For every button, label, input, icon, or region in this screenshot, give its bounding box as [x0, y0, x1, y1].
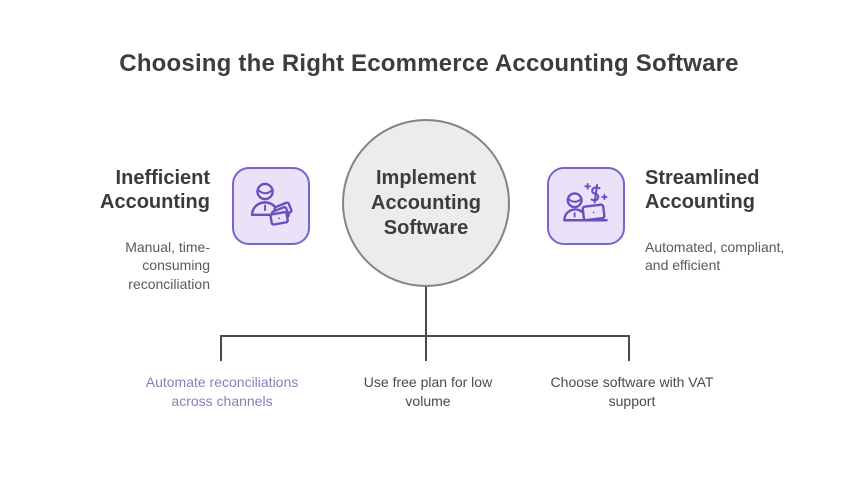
center-node-label: Implement Accounting Software: [371, 166, 481, 239]
center-node-circle: Implement Accounting Software: [342, 119, 510, 287]
streamlined-accounting-icon-box: [547, 167, 625, 245]
right-node-text: Streamlined Accounting Automated, compli…: [645, 166, 810, 275]
left-node-subtitle: Manual, time-consuming reconciliation: [125, 239, 210, 292]
left-node-text: Inefficient Accounting Manual, time-cons…: [80, 166, 210, 293]
right-node-heading: Streamlined Accounting: [645, 167, 760, 213]
branch-label-vat-support: Choose software with VAT support: [550, 374, 714, 409]
branch-label-automate-reconciliations: Automate reconciliations across channels: [145, 374, 299, 409]
branch-label-free-plan: Use free plan for low volume: [363, 374, 493, 409]
left-node-heading: Inefficient Accounting: [100, 167, 210, 213]
inefficient-accounting-icon-box: [232, 167, 310, 245]
right-node-subtitle: Automated, compliant, and efficient: [645, 239, 785, 274]
person-laptop-dollar-icon: [560, 178, 612, 235]
page-title: Choosing the Right Ecommerce Accounting …: [119, 50, 739, 77]
person-with-receipts-icon: [245, 178, 297, 235]
